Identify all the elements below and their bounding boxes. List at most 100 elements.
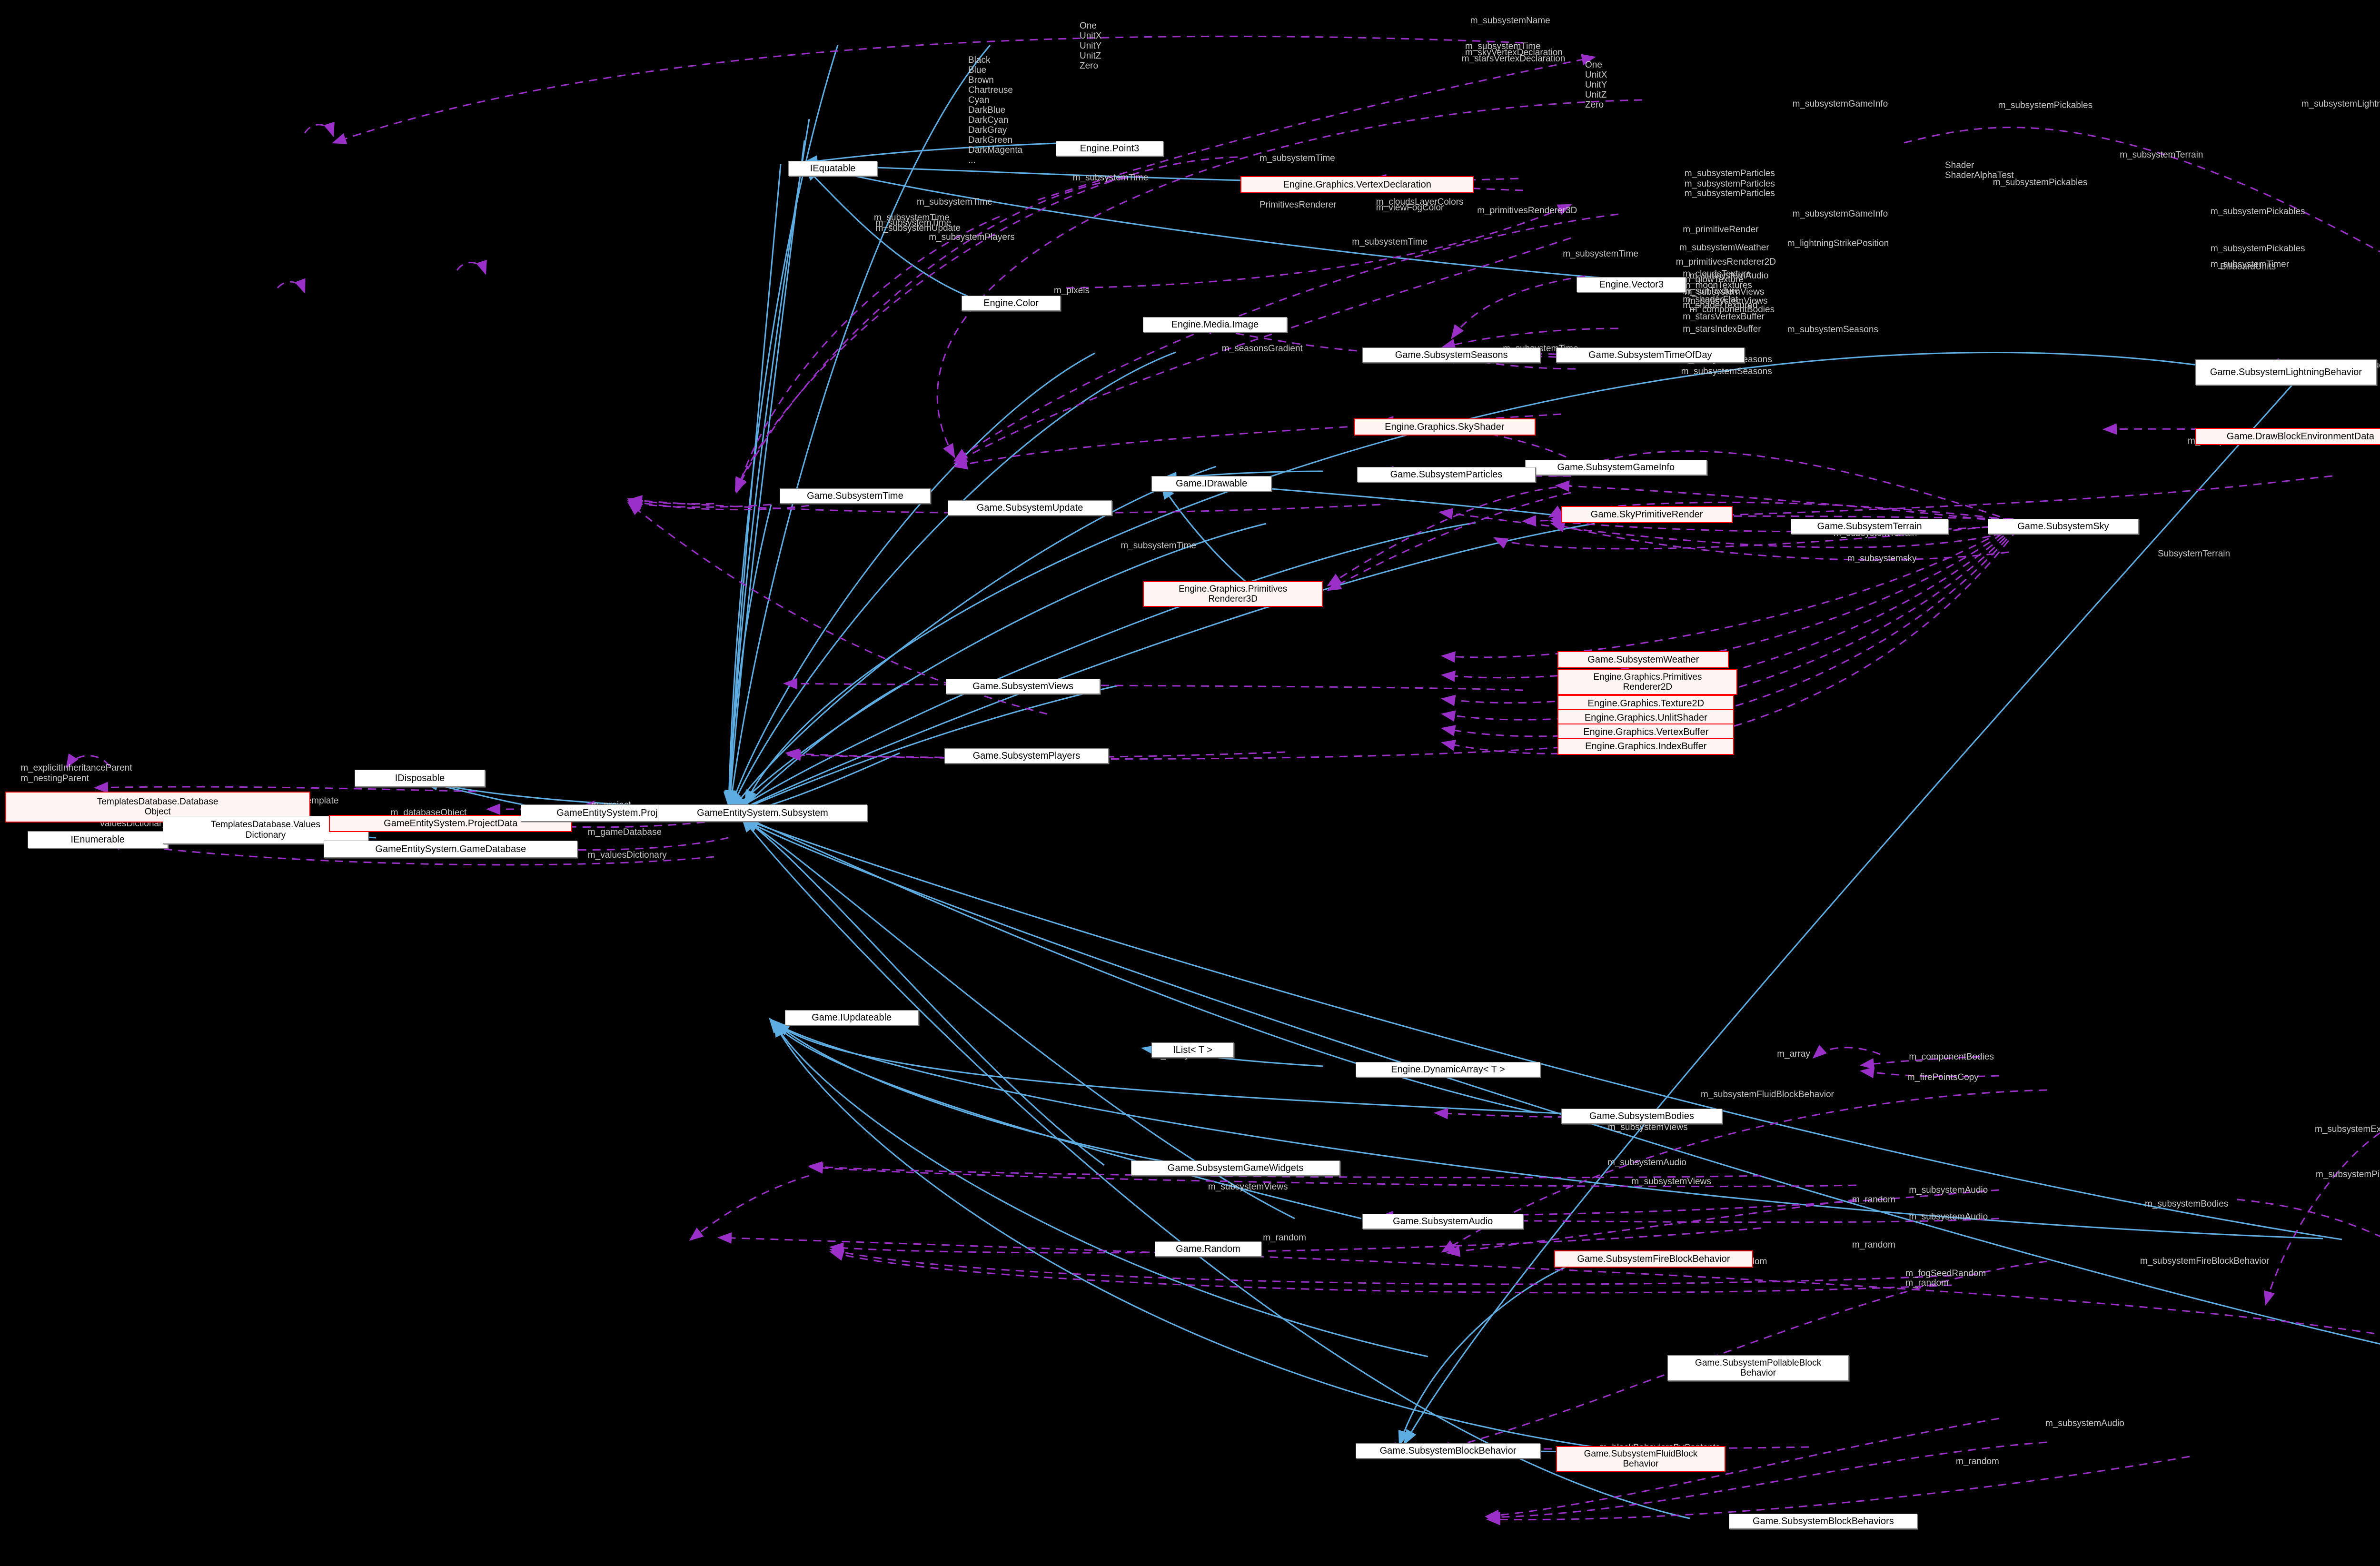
- edge-label: m_subsystemWeather: [1679, 243, 1769, 253]
- edge-label: m_seasonsGradient: [1221, 344, 1303, 354]
- class-node[interactable]: Game.SubsystemSky: [1988, 519, 2139, 535]
- edge-label: m_primitivesRenderer3D: [1477, 206, 1577, 216]
- class-node[interactable]: Game.SubsystemWeather: [1557, 651, 1729, 668]
- edge-label: m_subsystemTime: [1563, 249, 1638, 259]
- class-node[interactable]: Game.Random: [1155, 1241, 1261, 1257]
- class-node[interactable]: Game.SubsystemPlayers: [944, 748, 1109, 764]
- class-node[interactable]: Game.SubsystemSeasons: [1362, 347, 1541, 363]
- edge-label: m_subsystemPlayers: [929, 232, 1015, 242]
- edge-label: m_subsystemAudio: [1689, 271, 1769, 281]
- edge-label: m_subsystemUpdate: [875, 223, 961, 233]
- class-node[interactable]: Game.IUpdateable: [784, 1010, 919, 1026]
- edge-label: m_subsystemGameInfo: [1792, 209, 1888, 219]
- edge-label: m_random: [1956, 1457, 1999, 1467]
- class-node[interactable]: Engine.DynamicArray< T >: [1355, 1062, 1541, 1078]
- class-node[interactable]: Game.DrawBlockEnvironmentData: [2195, 428, 2380, 445]
- node-constant-label: Zero: [1080, 61, 1099, 71]
- class-node[interactable]: Engine.Graphics.Primitives Renderer3D: [1143, 581, 1323, 607]
- class-node[interactable]: Game.SubsystemFireBlockBehavior: [1554, 1250, 1753, 1268]
- edge-label: m_viewFogColor: [1376, 203, 1444, 213]
- edge-label: m_subsystemPickables: [2316, 1170, 2380, 1179]
- class-node[interactable]: Game.SubsystemTimeOfDay: [1556, 347, 1745, 363]
- node-constant-label: UnitX: [1080, 31, 1102, 41]
- edge-label: m_subsystemTime: [1352, 237, 1428, 247]
- edge-label: m_subsystemTime: [1465, 41, 1541, 51]
- edge-label: m_subsystemViews: [1208, 1182, 1288, 1192]
- class-node[interactable]: Engine.Color: [961, 296, 1061, 311]
- class-node[interactable]: Game.SubsystemBodies: [1561, 1109, 1722, 1124]
- edge-label: m_subsystemParticles: [1684, 188, 1775, 198]
- edge-label: m_subsystemTerrain: [2120, 150, 2203, 160]
- edge-label: m_random: [1905, 1278, 1949, 1288]
- edge-label: m_moonTextures: [1683, 280, 1752, 290]
- node-constant-label: UnitX: [1585, 70, 1607, 80]
- class-node[interactable]: Engine.Media.Image: [1143, 317, 1287, 333]
- edge-label: m_subsystemViews: [1688, 296, 1768, 306]
- class-node[interactable]: Game.SubsystemGameWidgets: [1131, 1160, 1340, 1176]
- class-node[interactable]: Game.SubsystemAudio: [1362, 1214, 1524, 1229]
- class-node[interactable]: Game.SubsystemTime: [780, 488, 931, 504]
- edge-label: m_subsystemAudio: [1909, 1212, 1988, 1222]
- class-node[interactable]: Game.SubsystemUpdate: [947, 500, 1112, 516]
- class-node[interactable]: Game.SubsystemTerrain: [1791, 519, 1949, 535]
- class-node[interactable]: IDisposable: [355, 770, 485, 787]
- edge-label: m_subsystemAudio: [1909, 1185, 1988, 1195]
- node-constant-label: UnitZ: [1585, 90, 1607, 100]
- edge-label: m_subsystemAudio: [1607, 1158, 1686, 1168]
- class-node[interactable]: Engine.Graphics.Primitives Renderer2D: [1557, 669, 1738, 695]
- class-node[interactable]: Game.SubsystemPollableBlock Behavior: [1667, 1355, 1849, 1381]
- node-constant-label: DarkCyan: [968, 115, 1009, 125]
- node-constant-label: Zero: [1585, 100, 1604, 110]
- edge-label: m_valuesDictionary: [587, 850, 667, 860]
- edge-label: m_random: [1263, 1233, 1307, 1243]
- node-constant-label: Shader: [1945, 160, 1974, 170]
- node-constant-label: DarkMagenta: [968, 145, 1023, 155]
- class-node[interactable]: IEquatable: [788, 161, 878, 177]
- class-node[interactable]: Game.SkyPrimitiveRender: [1561, 506, 1733, 523]
- class-node[interactable]: Game.SubsystemParticles: [1357, 467, 1536, 483]
- class-node[interactable]: Game.SubsystemFluidBlock Behavior: [1556, 1446, 1726, 1472]
- edge-label: m_firePointsCopy: [1907, 1072, 1979, 1082]
- edge-label: m_subsystemFireBlockBehavior: [2140, 1256, 2270, 1266]
- edge-label: m_subsystemExplosions: [2315, 1124, 2380, 1134]
- class-node[interactable]: Game.SubsystemGameInfo: [1525, 460, 1707, 476]
- edge-label: SubsystemTerrain: [2158, 549, 2231, 559]
- edge-label: BillboardUnits: [2220, 262, 2276, 272]
- node-constant-label: One: [1585, 60, 1602, 70]
- class-node[interactable]: Game.SubsystemBlockBehavior: [1355, 1443, 1541, 1459]
- class-node[interactable]: Game.SubsystemBlockBehaviors: [1729, 1514, 1918, 1529]
- node-constant-label: ...: [968, 155, 976, 165]
- class-node[interactable]: Engine.Vector3: [1577, 277, 1686, 293]
- class-node[interactable]: Engine.Graphics.VertexDeclaration: [1240, 176, 1474, 193]
- edge-label: m_skyVertexDeclaration: [1465, 48, 1563, 58]
- class-node[interactable]: Game.SubsystemLightningBehavior: [2195, 359, 2377, 385]
- edge-label: m_subsystemGameInfo: [1792, 99, 1888, 109]
- class-node[interactable]: TemplatesDatabase.Database Object: [5, 792, 310, 823]
- node-constant-label: DarkGreen: [968, 135, 1012, 145]
- node-constant-label: DarkGray: [968, 125, 1007, 135]
- node-constant-label: UnitZ: [1080, 51, 1101, 61]
- class-node[interactable]: IEnumerable: [27, 831, 168, 848]
- node-constant-label: UnitY: [1585, 80, 1607, 90]
- edge-label: m_subsystemPickables: [1993, 178, 2088, 188]
- class-node[interactable]: Engine.Graphics.SkyShader: [1354, 418, 1536, 436]
- edge-label: m_subsystemTimer: [2211, 259, 2290, 269]
- class-node[interactable]: GameEntitySystem.Subsystem: [658, 804, 867, 822]
- edge-label: m_subsystemTime: [1072, 173, 1149, 183]
- edge-label: m_subsystemPickables: [1998, 100, 2093, 110]
- class-node[interactable]: GameEntitySystem.GameDatabase: [324, 841, 578, 858]
- edge-label: m_subsystemBodies: [2145, 1199, 2229, 1209]
- edge-label: m_subsystemSeasons: [1787, 325, 1878, 335]
- edge-label: m_pixels: [1054, 286, 1090, 296]
- edge-label: m_shaderFlat: [1683, 295, 1738, 305]
- node-constant-label: Brown: [968, 75, 994, 85]
- class-node[interactable]: Game.IDrawable: [1151, 476, 1272, 492]
- edge-label: m_subsystemPickables: [2211, 244, 2305, 254]
- class-node[interactable]: IList< T >: [1151, 1042, 1234, 1058]
- class-node[interactable]: Engine.Point3: [1055, 141, 1164, 157]
- edge-label: m_fogSeedRandom: [1905, 1269, 1986, 1279]
- class-node[interactable]: Game.SubsystemViews: [946, 679, 1101, 694]
- class-node[interactable]: Engine.Graphics.IndexBuffer: [1557, 738, 1735, 755]
- edge-label: m_subsystemParticles: [1684, 168, 1775, 178]
